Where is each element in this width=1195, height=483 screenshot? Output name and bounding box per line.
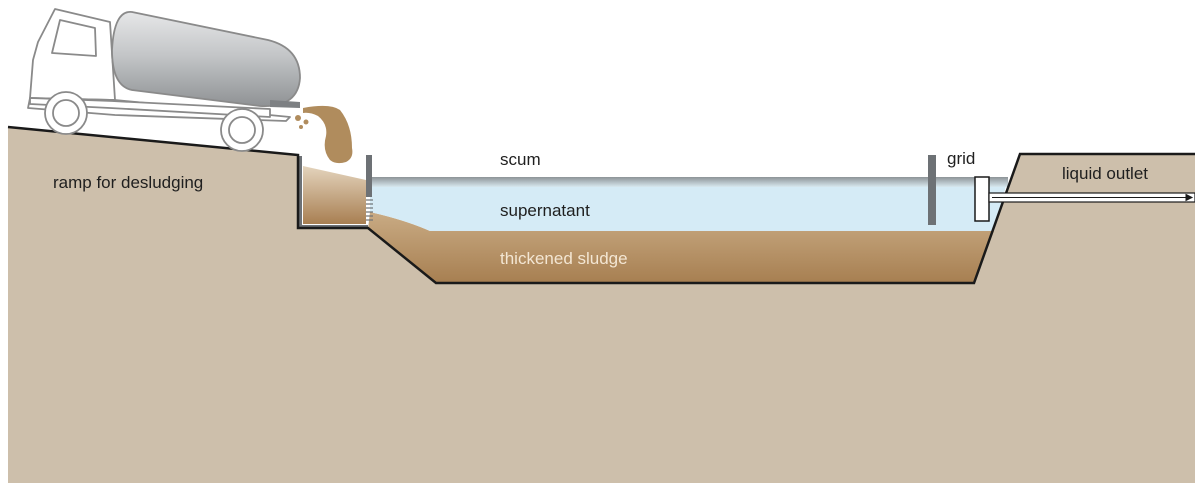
vacuum-truck [27, 8, 301, 152]
label-scum: scum [500, 150, 541, 169]
inlet-screen [366, 199, 373, 221]
thickened-sludge-layer [368, 212, 994, 283]
supernatant-layer [370, 186, 1006, 231]
label-supernatant: supernatant [500, 201, 590, 220]
inlet-sludge [303, 166, 366, 224]
outlet-chamber [974, 176, 990, 222]
truck-wheel-rear [220, 108, 264, 152]
label-liquid-outlet: liquid outlet [1062, 164, 1148, 183]
sludge-stream [295, 105, 353, 164]
outlet-arrow [992, 193, 1194, 202]
scum-layer [370, 177, 1008, 187]
label-ramp: ramp for desludging [53, 173, 203, 192]
grid [928, 155, 936, 225]
truck-wheel-front [44, 91, 88, 135]
truck-tank [111, 11, 301, 108]
ground-outline [7, 125, 1195, 285]
ground [8, 127, 1195, 483]
label-thickened-sludge: thickened sludge [500, 249, 628, 268]
truck-cab [27, 8, 291, 122]
inlet-baffle [366, 155, 372, 197]
label-grid: grid [947, 149, 975, 168]
